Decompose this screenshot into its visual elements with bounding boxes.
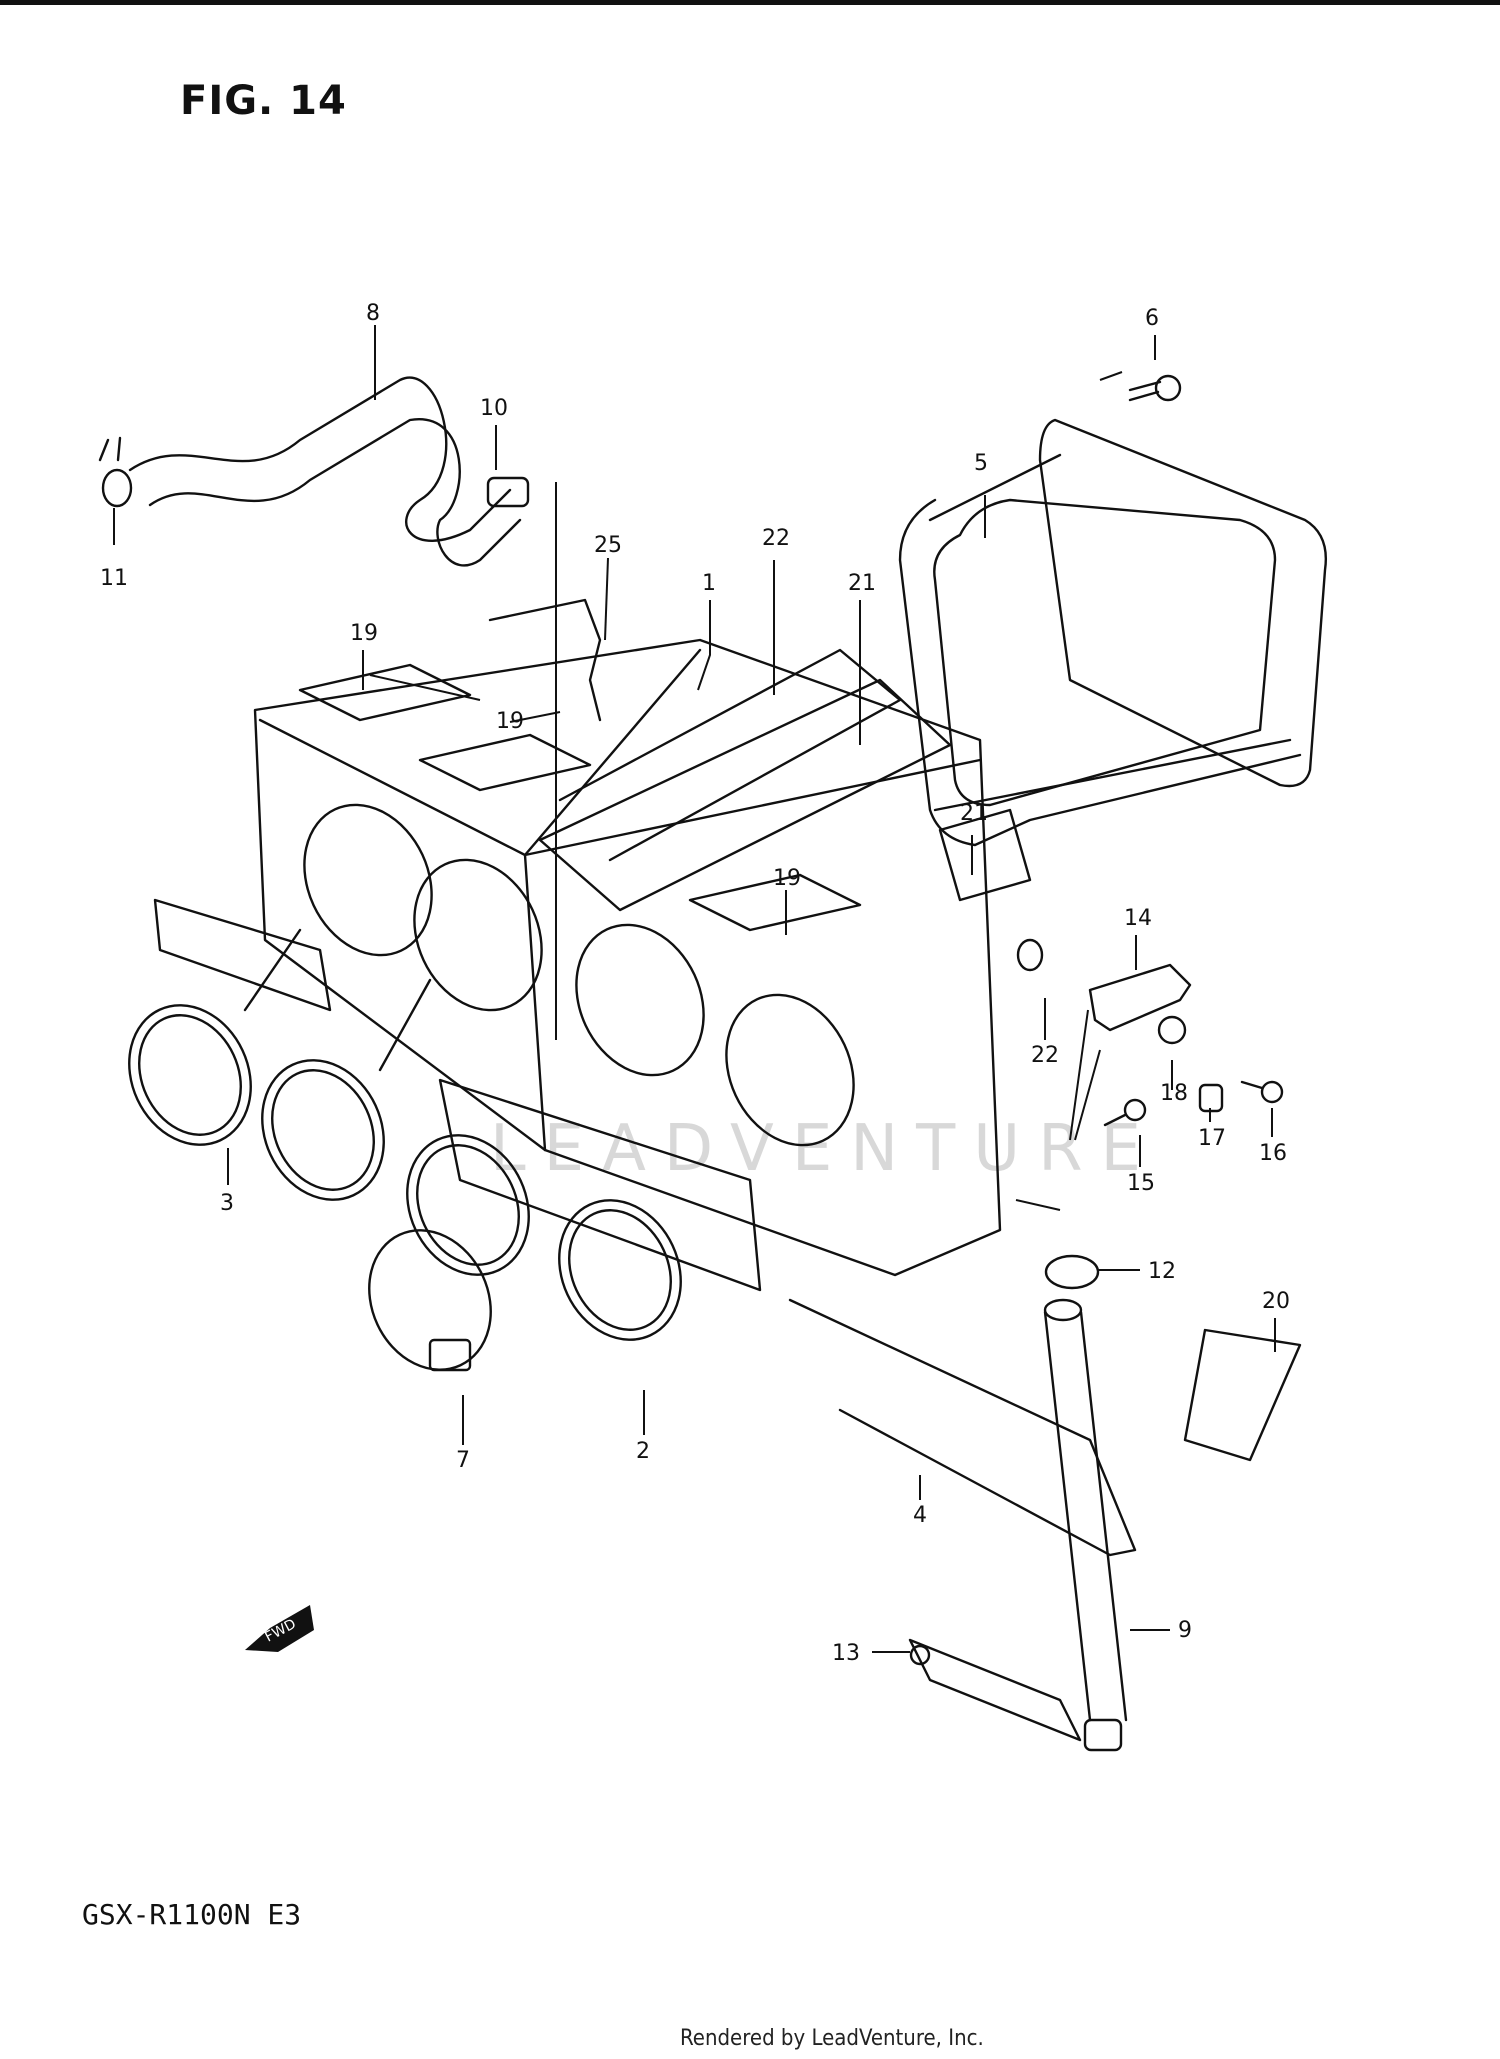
part-5-air-filter bbox=[898, 418, 1327, 847]
callout-24: 22 bbox=[1031, 1043, 1059, 1068]
model-code: GSX-R1100N E3 bbox=[82, 1898, 302, 1931]
render-credit: Rendered by LeadVenture, Inc. bbox=[680, 2026, 984, 2051]
callout-22: 22 bbox=[762, 526, 790, 551]
callout-21: 21 bbox=[848, 571, 876, 596]
callout-13: 13 bbox=[832, 1641, 860, 1666]
part-13-bracket bbox=[908, 1638, 1082, 1742]
part-2-intake-funnels bbox=[406, 1078, 762, 1341]
part-21-22-duct-seal bbox=[538, 648, 952, 912]
fwd-arrow-icon: FWD bbox=[245, 1605, 314, 1652]
part-25-bracket bbox=[488, 598, 602, 722]
part-16-screw bbox=[1240, 1080, 1284, 1104]
callout-1: 1 bbox=[702, 571, 716, 596]
part-3-intake-funnels bbox=[128, 898, 432, 1201]
part-19-pads bbox=[298, 663, 862, 932]
part-8-breather-hose bbox=[101, 376, 522, 567]
callout-2: 2 bbox=[636, 1439, 650, 1464]
figure-title: FIG. 14 bbox=[180, 78, 347, 124]
callout-19b: 19 bbox=[496, 709, 524, 734]
part-10-clamp bbox=[486, 476, 530, 508]
callout-9: 9 bbox=[1178, 1618, 1192, 1643]
part-6-screw bbox=[1128, 374, 1182, 402]
part-11-clip bbox=[98, 436, 122, 462]
part-17-collar bbox=[1198, 1083, 1224, 1113]
callout-10: 10 bbox=[480, 396, 508, 421]
part-9-drain-tube bbox=[1043, 1298, 1128, 1752]
callout-20: 20 bbox=[1262, 1289, 1290, 1314]
part-14-bracket bbox=[1088, 963, 1192, 1032]
top-border bbox=[0, 0, 1500, 5]
part-20-label bbox=[1183, 1328, 1302, 1462]
callout-16: 16 bbox=[1259, 1141, 1287, 1166]
callout-12: 12 bbox=[1148, 1259, 1176, 1284]
callout-19a: 19 bbox=[350, 621, 378, 646]
callout-25: 25 bbox=[594, 533, 622, 558]
part-12-clamp bbox=[1044, 1254, 1100, 1290]
part-1-air-cleaner-case bbox=[253, 638, 1002, 1277]
callout-6: 6 bbox=[1145, 306, 1159, 331]
part-7-clamp-band bbox=[368, 1229, 492, 1372]
part-23-bracket bbox=[938, 808, 1032, 902]
callout-17: 17 bbox=[1198, 1126, 1226, 1151]
callout-11: 11 bbox=[100, 566, 128, 591]
callout-14: 14 bbox=[1124, 906, 1152, 931]
callout-19c: 19 bbox=[773, 866, 801, 891]
callout-18: 18 bbox=[1160, 1081, 1188, 1106]
callout-7: 7 bbox=[456, 1448, 470, 1473]
callout-15: 15 bbox=[1127, 1171, 1155, 1196]
callout-4: 4 bbox=[913, 1503, 927, 1528]
callout-3: 3 bbox=[220, 1191, 234, 1216]
callout-5: 5 bbox=[974, 451, 988, 476]
part-18-washer bbox=[1157, 1015, 1187, 1045]
part-4-rod bbox=[788, 1298, 1137, 1557]
part-15-screw bbox=[1103, 1098, 1147, 1127]
leader-lines bbox=[113, 325, 1276, 1653]
callout-23: 21 bbox=[960, 801, 988, 826]
callouts: 8 6 5 10 11 19 19 19 25 1 22 21 21 14 22… bbox=[100, 301, 1290, 1666]
callout-8: 8 bbox=[366, 301, 380, 326]
watermark-text: LEADVENTURE bbox=[490, 1112, 1159, 1186]
part-24-grommet bbox=[1016, 938, 1044, 972]
